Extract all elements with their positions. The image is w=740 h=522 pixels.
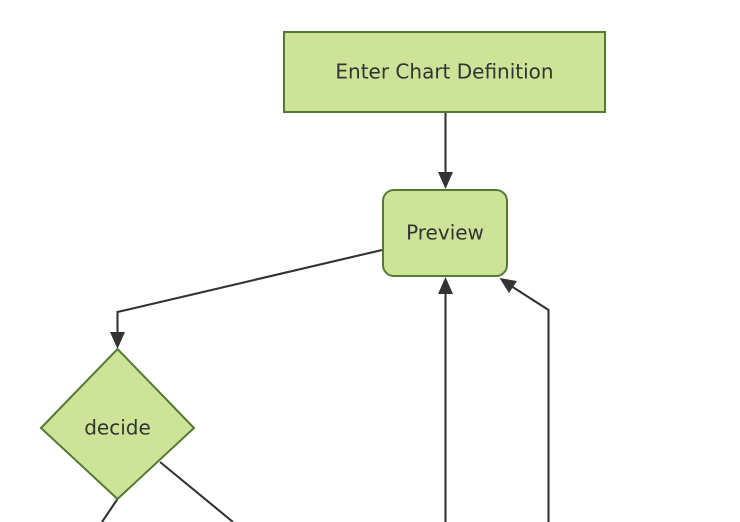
node-label-decide: decide xyxy=(84,416,151,440)
edge-decide-bottom-right xyxy=(159,461,234,522)
node-shape-rectangle xyxy=(283,31,606,113)
edge-line xyxy=(159,461,234,522)
node-shape-diamond xyxy=(39,347,196,501)
edge-line xyxy=(116,248,383,338)
node-enter-chart-definition[interactable]: Enter Chart Definition xyxy=(283,31,606,113)
node-preview[interactable]: Preview xyxy=(382,189,508,277)
node-decide[interactable]: decide xyxy=(39,347,196,501)
edge-bottom-center-to-preview xyxy=(438,277,453,522)
edge-line xyxy=(101,498,119,522)
edge-preview-to-decide xyxy=(110,248,383,349)
edge-enter-to-preview xyxy=(438,113,453,189)
node-shape-rounded-rectangle xyxy=(382,189,508,277)
node-label-preview: Preview xyxy=(406,221,484,245)
arrow-head-icon xyxy=(110,332,125,349)
arrow-head-icon xyxy=(438,277,453,294)
edge-bottom-right-to-preview xyxy=(499,278,550,522)
edge-decide-bottom-left xyxy=(101,498,119,522)
arrow-head-icon xyxy=(499,278,517,293)
arrow-head-icon xyxy=(438,172,453,189)
edge-line xyxy=(507,283,550,522)
node-label-enter-chart-definition: Enter Chart Definition xyxy=(335,60,553,84)
